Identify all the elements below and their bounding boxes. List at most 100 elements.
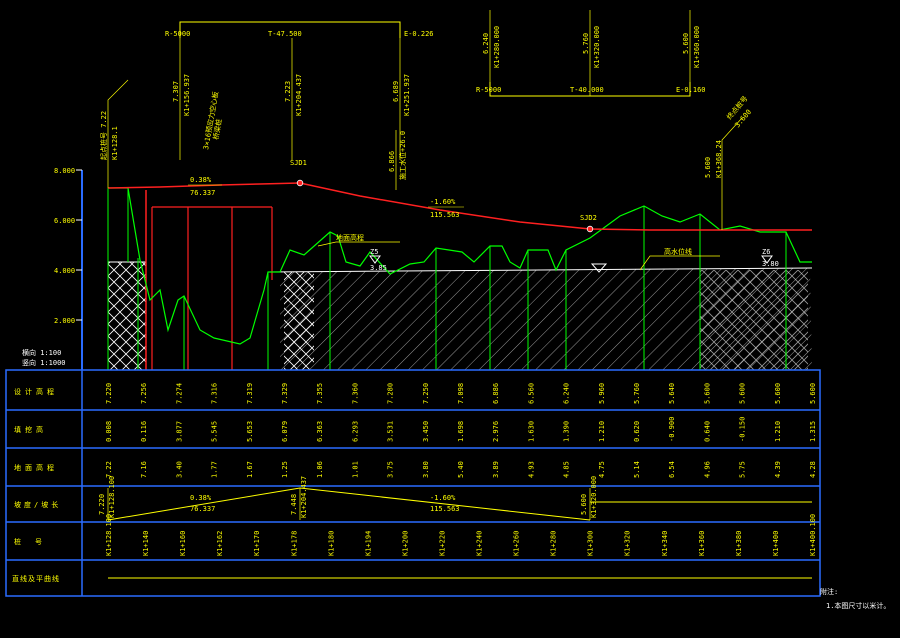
fill-cut-cell: 5.545 [211,421,219,442]
ground-elev-cell: 6.54 [668,461,676,478]
pvi-label: SJD2 [580,214,597,222]
ground-elev-cell: 7.22 [105,461,113,478]
design-elev-cell: 6.886 [492,383,500,404]
elev-tick-label: 8.000 [54,167,75,175]
ground-elev-cell: 4.39 [774,461,782,478]
station-cell: K1+240 [476,531,484,556]
grade1-percent: 0.38% [190,176,212,184]
vc2-right-station: K1+360.000 [693,26,701,68]
vc1-left-station: K1+156.937 [183,74,191,116]
station-cell: K1+320 [624,531,632,556]
design-elev-cell: 6.240 [563,383,571,404]
ground-line [108,187,812,345]
vertical-curve-2: R-5000 T-40.000 E-0.160 6.240 K1+280.000… [476,10,706,97]
fill-cut-cell: 0.008 [105,421,113,442]
ground-elev-cell: 3.75 [387,461,395,478]
drawing-notes: 附注: 1.本图尺寸以米计。 [820,587,890,610]
design-elev-cell: 5.600 [774,383,782,404]
row-label-fill-cut: 填挖高 [14,425,47,434]
grade-start-station: K1+128.100 [108,476,116,518]
fill-cut-cell: 0.640 [703,421,711,442]
elev-tick-label: 2.000 [54,317,75,325]
grade-end-elev: 5.600 [580,494,588,515]
vc2-left-station: K1+280.000 [493,26,501,68]
station-cell: K1+260 [513,531,521,556]
start-note: 起点桩号 7.22 [99,111,108,160]
end-elev: 5.600 [704,157,712,178]
station-cell: K1+178 [290,531,298,556]
vc2-mid-elev: 5.760 [582,33,590,54]
design-elev-cell: 7.250 [422,383,430,404]
elevation-axis: 8.000 6.000 4.000 2.000 横向 1:100 竖向 1:10… [22,167,83,370]
vertical-curve-1: R-5000 T-47.500 E-0.226 7.307 K1+156.937… [165,21,434,160]
station-cell: K1+162 [216,531,224,556]
ground-elev-cell: 4.93 [527,461,535,478]
ground-elev-cell: 5.40 [457,461,465,478]
vc2-mid-station: K1+320.000 [593,26,601,68]
vc1-right-station: K1+251.937 [403,74,411,116]
station-cell: K1+140 [142,531,150,556]
design-elev-cell: 5.600 [739,383,747,404]
design-elev-cell: 5.960 [598,383,606,404]
ground-elev-cell: 7.16 [140,461,148,478]
fill-cut-cell: 5.653 [246,421,254,442]
row-label-design-elev: 设计高程 [14,387,58,396]
grade-g1: 0.38% [190,494,212,502]
design-elev-cell: 7.360 [351,383,359,404]
grade-g2: -1.60% [430,494,456,502]
vc2-tangent: T-40.000 [570,86,604,94]
end-station: K1+368.24 [715,140,723,178]
station-cell: K1+220 [438,531,446,556]
grade1-length: 76.337 [190,189,215,197]
station-cell: K1+300 [587,531,595,556]
grade2-length: 115.563 [430,211,460,219]
row-label-station: 桩号 [14,537,56,546]
soil-hatching [108,261,813,370]
water-mark-value: 3.80 [762,260,779,268]
station-cell: K1+400 [772,531,780,556]
row-label-grade: 坡度/坡长 [14,500,61,509]
fill-cut-cell: 2.976 [492,421,500,442]
design-elev-cell: 7.274 [175,383,183,404]
pvi-marker [296,179,304,187]
grade-l1: 76.337 [190,505,215,513]
fill-cut-cell: 0.116 [140,421,148,442]
notes-line1: 1.本图尺寸以米计。 [826,601,890,610]
ground-elev-cell: 3.40 [175,461,183,478]
ground-elev-cell: 5.14 [633,461,641,478]
fill-cut-cell: 6.079 [281,421,289,442]
grade2-percent: -1.60% [430,198,456,206]
station-cell: K1+180 [327,531,335,556]
station-cell: K1+160 [179,531,187,556]
scale-label: 竖向 1:1000 [22,358,66,367]
station-cell: K1+340 [661,531,669,556]
elev-tick-label: 6.000 [54,217,75,225]
grade-start-elev: 7.220 [98,494,106,515]
design-elev-cell: 7.319 [246,383,254,404]
high-water-note: 高水位线 [664,247,692,256]
vc1-tangent: T-47.500 [268,30,302,38]
design-elev-cell: 5.600 [809,383,817,404]
grade-row: 7.220 K1+128.100 7.448 K1+204.437 5.600 … [98,476,812,521]
vc1-mid-station: K1+204.437 [295,74,303,116]
design-elev-cell: 5.600 [703,383,711,404]
scale-label: 横向 1:100 [22,348,61,357]
vc2-external: E-0.160 [676,86,706,94]
ground-elev-cell: 4.75 [598,461,606,478]
bridge-structure [145,190,273,370]
fill-cut-cell: -0.150 [739,417,747,442]
fill-cut-cell: 0.620 [633,421,641,442]
row-label-alignment: 直线及平曲线 [12,574,60,583]
water-mark-label: Z5 [370,248,378,256]
vc2-right-elev: 5.600 [682,33,690,54]
vc1-right-elev: 6.689 [392,81,400,102]
fill-cut-cell: 3.877 [175,421,183,442]
pvi-label: SJD1 [290,159,307,167]
fill-cut-cell: 1.210 [774,421,782,442]
ground-elev-cell: 4.85 [563,461,571,478]
